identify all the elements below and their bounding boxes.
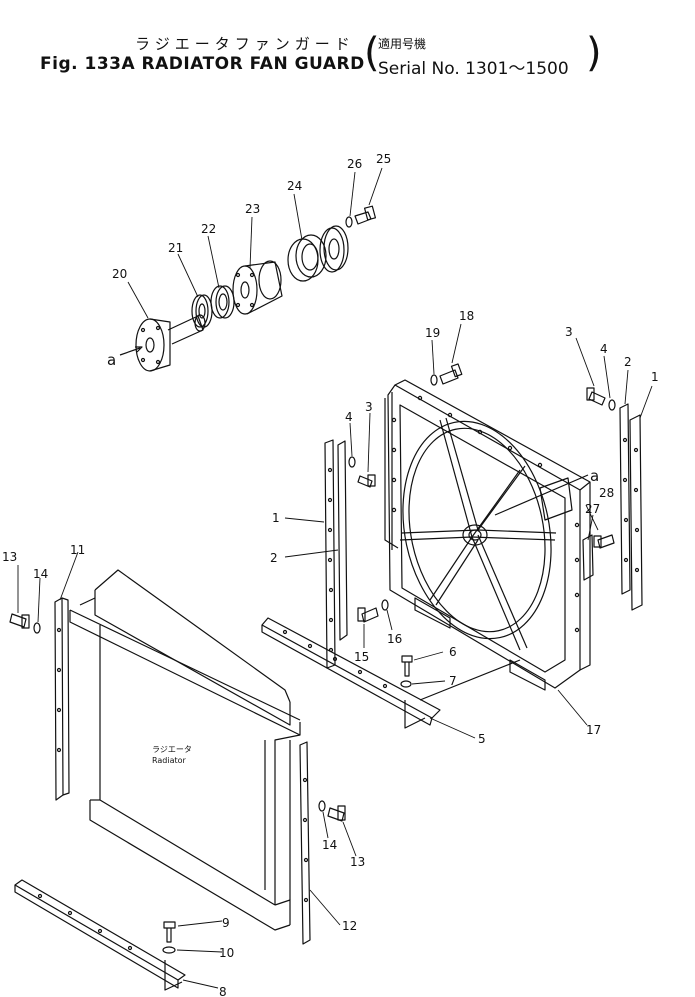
callout-4-left: 4 [345, 410, 353, 424]
bolt-3-left [357, 474, 376, 488]
callout-19: 19 [425, 326, 440, 340]
callout-22: 22 [201, 222, 216, 236]
guard-bar-2-right [619, 403, 631, 595]
callout-28: 28 [599, 486, 614, 500]
bolt-28 [593, 534, 615, 549]
callout-3-right: 3 [565, 325, 573, 339]
leader-lines [17, 167, 653, 989]
callout-13-left: 13 [2, 550, 17, 564]
washer-4-left [348, 456, 356, 468]
figure-title: Fig. 133A RADIATOR FAN GUARD [40, 54, 365, 74]
callout-15: 15 [354, 650, 369, 664]
callout-23: 23 [245, 202, 260, 216]
washer-16 [381, 599, 389, 611]
bottom-rail-8 [14, 879, 186, 991]
serial-open-bracket: ( [364, 30, 380, 76]
side-bar-12 [299, 741, 311, 945]
callout-labels: 25 26 24 23 22 21 20 a 18 19 3 4 2 1 3 4… [2, 152, 659, 997]
callout-1-left: 1 [272, 511, 280, 525]
reference-marker-shroud: a [590, 467, 599, 485]
bolt-18 [439, 363, 463, 385]
callout-11: 11 [70, 543, 85, 557]
pulley-hub-23 [232, 260, 283, 315]
callout-27: 27 [585, 502, 600, 516]
guard-bar-1-right [629, 414, 643, 611]
callout-3-left: 3 [365, 400, 373, 414]
bolt-13-left [9, 613, 30, 629]
callout-16: 16 [387, 632, 402, 646]
seal-ring-24 [287, 234, 327, 282]
serial-range: Serial No. 1301～1500 [378, 59, 569, 79]
guard-bar-1-left [324, 439, 336, 669]
callout-2-right: 2 [624, 355, 632, 369]
bolt-6 [401, 655, 413, 677]
callout-5: 5 [478, 732, 486, 746]
callout-9: 9 [222, 916, 230, 930]
washer-7 [400, 680, 412, 688]
rail-5 [261, 617, 441, 729]
reference-marker-hub: a [107, 351, 116, 369]
bolt-15 [357, 607, 379, 623]
cover-plate [319, 225, 349, 273]
callout-14-left: 14 [33, 567, 48, 581]
callout-6: 6 [449, 645, 457, 659]
radiator-label-japanese: ラジエータ [152, 745, 192, 754]
callout-25: 25 [376, 152, 391, 166]
callout-17: 17 [586, 723, 601, 737]
washer-10 [162, 946, 176, 954]
hub-shaft-20 [135, 314, 206, 372]
washer-26 [345, 216, 353, 228]
callout-13-right: 13 [350, 855, 365, 869]
fan-shroud-17 [384, 379, 591, 691]
washer-4-right [608, 399, 616, 411]
callout-8: 8 [219, 985, 227, 997]
callout-4-right: 4 [600, 342, 608, 356]
callout-12: 12 [342, 919, 357, 933]
bolt-3-right [586, 387, 606, 406]
washer-14-right [318, 800, 326, 812]
washer-14-left [33, 622, 41, 634]
callout-1-right: 1 [651, 370, 659, 384]
washer-19 [430, 374, 438, 386]
reference-line-a [494, 474, 589, 516]
arrow-a-hub [119, 346, 143, 356]
callout-21: 21 [168, 241, 183, 255]
callout-26: 26 [347, 157, 362, 171]
bearing-22 [210, 285, 235, 319]
bolt-13-right [327, 805, 346, 822]
bracket-27 [582, 534, 594, 581]
guard-bar-2-left [337, 440, 348, 641]
link-line-shroud [419, 659, 521, 701]
side-bar-11 [54, 597, 70, 801]
radiator-label: Radiator [152, 756, 187, 765]
serial-close-bracket: ) [586, 30, 602, 76]
callout-24: 24 [287, 179, 302, 193]
callout-20: 20 [112, 267, 127, 281]
title-japanese: ラジエータファンガード [135, 35, 355, 53]
callout-7: 7 [449, 674, 457, 688]
callout-18: 18 [459, 309, 474, 323]
callout-14-right: 14 [322, 838, 337, 852]
callout-2-left: 2 [270, 551, 278, 565]
callout-10: 10 [219, 946, 234, 960]
bolt-25 [354, 205, 377, 225]
serial-title-japanese: 適用号機 [378, 37, 427, 51]
bolt-9 [163, 921, 176, 943]
radiator-body [69, 569, 301, 931]
